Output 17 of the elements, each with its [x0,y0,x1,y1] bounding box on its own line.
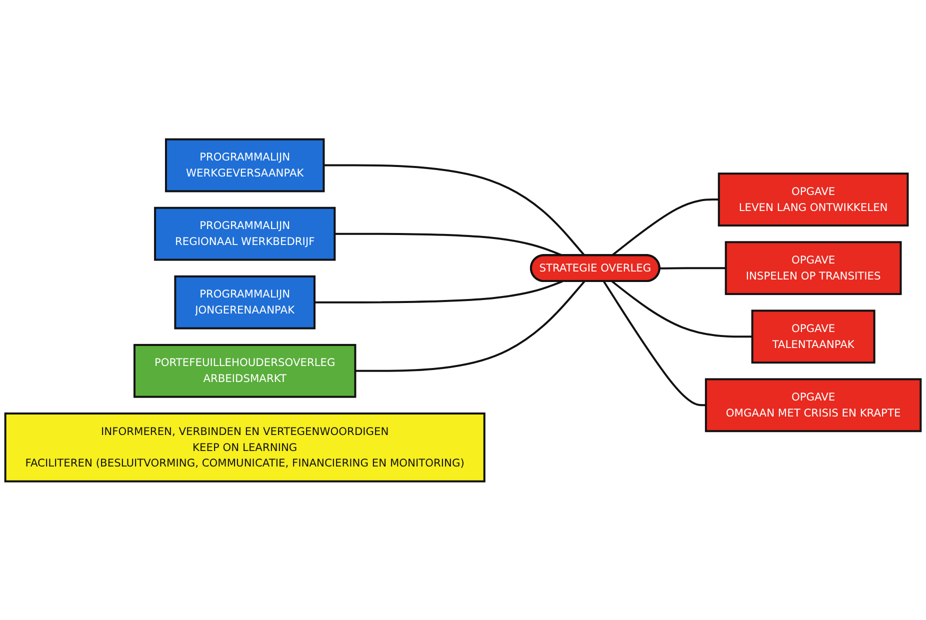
connector [611,280,752,338]
node-box: OPGAVE INSPELEN OP TRANSITIES [724,240,902,295]
connector [334,232,563,256]
node-box: PROGRAMMALIJN REGIONAAL WERKBEDRIJF [154,206,336,260]
connector [611,198,719,256]
connector [314,280,563,304]
node-box: OPGAVE TALENTAANPAK [751,309,876,364]
node-box: PORTEFEUILLEHOUDERSOVERLEG ARBEIDSMARKT [134,344,356,398]
node-box: PROGRAMMALIJN WERKGEVERSAANPAK [165,138,325,192]
node-box: OPGAVE OMGAAN MET CRISIS EN KRAPTE [704,378,922,432]
node-box: OPGAVE LEVEN LANG ONTWIKKELEN [718,172,909,226]
node-box: INFORMEREN, VERBINDEN EN VERTEGENWOORDIGEN KEEP ON LEARNING FACILITEREN (BESLUITVORMING, COMMUNICATIE, FINANCIERING EN MONITORING) [4,412,486,482]
node-box: PROGRAMMALIJN JONGERENAANPAK [174,275,316,329]
connector [355,280,586,372]
connector [660,266,726,270]
connector [324,164,586,256]
connector [602,280,706,406]
